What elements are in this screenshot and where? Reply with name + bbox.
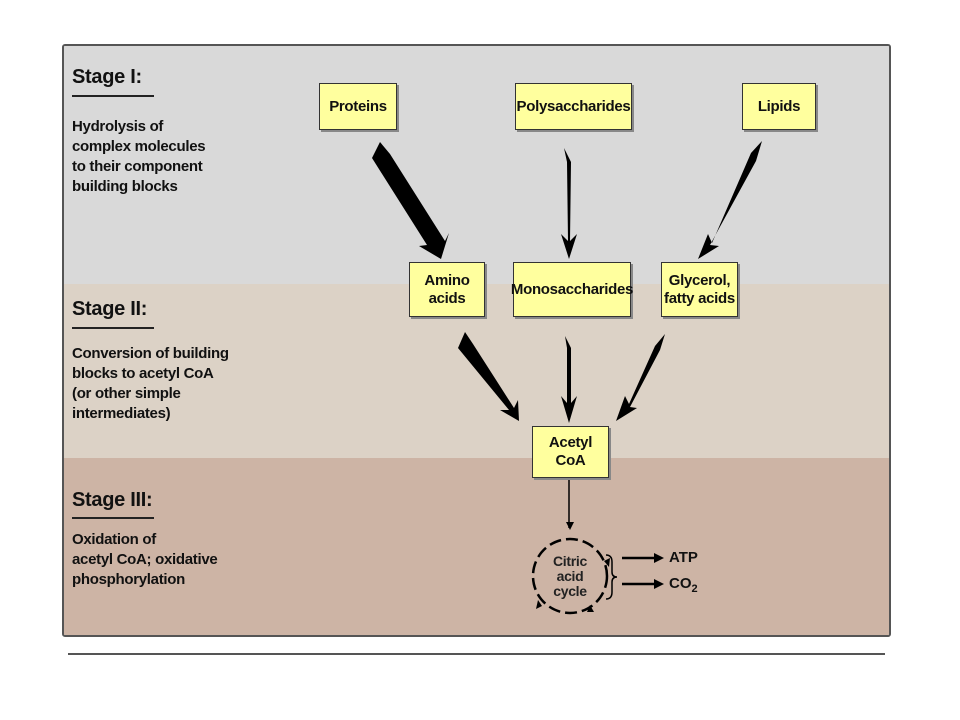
stage-3-underline <box>72 517 154 519</box>
stage-3-title: Stage III: <box>72 489 153 511</box>
product-atp: ATP <box>669 549 698 566</box>
diagram-frame: Stage I: Hydrolysis of complex molecules… <box>62 44 891 637</box>
bottom-divider <box>68 653 885 655</box>
stage-1-title: Stage I: <box>72 66 142 88</box>
arrow-amino-to-acetyl <box>458 332 519 421</box>
stage-2-title: Stage II: <box>72 298 148 320</box>
arrow-mono-to-acetyl <box>561 336 577 423</box>
node-glycerol-fatty-acids: Glycerol, fatty acids <box>661 262 738 317</box>
stage-1-description: Hydrolysis of complex molecules to their… <box>72 118 206 195</box>
stage-2-description: Conversion of building blocks to acetyl … <box>72 345 229 422</box>
node-polysaccharides: Polysaccharides <box>515 83 632 130</box>
arrow-glycerol-to-acetyl <box>616 334 665 421</box>
node-monosaccharides: Monosaccharides <box>511 262 633 317</box>
arrow-proteins-to-amino <box>372 142 449 259</box>
co2-main: CO <box>669 575 692 592</box>
product-co2: CO2 <box>669 575 698 595</box>
cycle-brace <box>605 554 618 600</box>
stage-3-band <box>64 458 889 635</box>
node-amino-acids: Amino acids <box>409 262 485 317</box>
co2-subscript: 2 <box>691 583 698 595</box>
stage-2-underline <box>72 327 154 329</box>
node-acetyl-coa: Acetyl CoA <box>532 426 609 478</box>
arrows-layer <box>372 141 762 615</box>
citric-acid-cycle-ring <box>531 537 609 615</box>
stage-1-underline <box>72 95 154 97</box>
citric-acid-cycle-label: Citric acid cycle <box>553 553 587 599</box>
node-proteins: Proteins <box>319 83 397 130</box>
arrow-polysaccharides-to-mono <box>561 148 577 259</box>
node-lipids: Lipids <box>742 83 816 130</box>
arrow-lipids-to-glycerol <box>698 141 762 259</box>
stage-3-description: Oxidation of acetyl CoA; oxidative phosp… <box>72 531 218 588</box>
